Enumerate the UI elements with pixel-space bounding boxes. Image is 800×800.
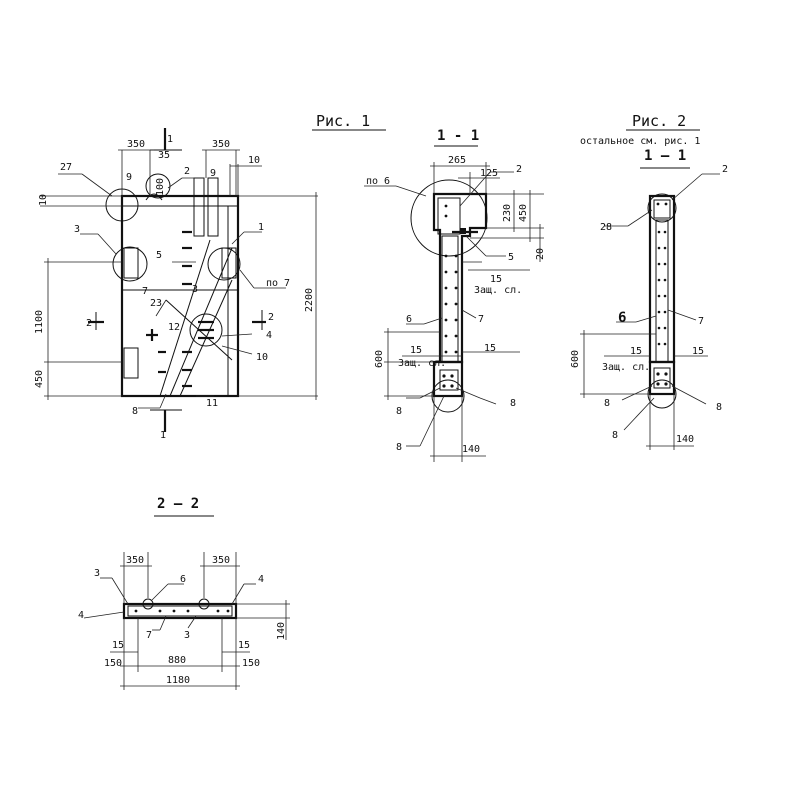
callout-27: 27: [60, 162, 72, 173]
dim-2200: 2200: [304, 288, 315, 312]
callout-2: 2: [184, 166, 190, 177]
fig1-title: Рис. 1: [316, 112, 370, 130]
sec11-callout-2: 2: [516, 164, 522, 175]
figure-1: Рис. 1 1: [34, 112, 386, 441]
fig2-dim-600: 600: [570, 350, 581, 368]
dim-10-top: 10: [248, 155, 260, 166]
sec22-dim-1180: 1180: [166, 675, 190, 686]
dim-350-right: 350: [212, 139, 230, 150]
sec11-dim-140: 140: [462, 444, 480, 455]
dim-450: 450: [34, 370, 45, 388]
sec22-callout-3-top: 3: [94, 568, 100, 579]
fig2-cover: Защ. сл.: [602, 362, 650, 373]
callout-12: 12: [168, 322, 180, 333]
fig2-callout-28: 28: [600, 222, 612, 233]
fig2-subtitle: остальное см. рис. 1: [580, 136, 700, 147]
callout-9-left: 9: [126, 172, 132, 183]
sec11-rebar-dots: [442, 204, 458, 388]
fig2-callout-7: 7: [698, 316, 704, 327]
fig2-callout-8-bottom: 8: [612, 430, 618, 441]
sec11-callout-6: 6: [406, 314, 412, 325]
sec11-dim-15-left: 15: [410, 345, 422, 356]
sec11-dim-265: 265: [448, 155, 466, 166]
sec22-dim-140: 140: [276, 622, 287, 640]
dim-1100: 1100: [34, 310, 45, 334]
callout-3-left: 3: [74, 224, 80, 235]
callout-1: 1: [258, 222, 264, 233]
fig2-title: Рис. 2: [632, 112, 686, 130]
callout-7: 7: [142, 286, 148, 297]
sec22-dim-350-right: 350: [212, 555, 230, 566]
sec22-dim-15-right: 15: [238, 640, 250, 651]
sec11-title: 1 - 1: [437, 128, 479, 144]
sec11-dim-15-top: 15: [490, 274, 502, 285]
callout-4: 4: [266, 330, 272, 341]
sec11-callout-8-left: 8: [396, 406, 402, 417]
dim-350-left: 350: [127, 139, 145, 150]
fig2-dim-140: 140: [676, 434, 694, 445]
sec22-slab: [122, 602, 238, 620]
sec11-callout-7: 7: [478, 314, 484, 325]
section-mark-bottom: 1: [160, 430, 166, 441]
figure-2: Рис. 2 остальное см. рис. 1 1 — 1: [570, 112, 728, 450]
callout-10: 10: [256, 352, 268, 363]
section-mark-top: 1: [167, 134, 173, 145]
fig2-rebar-dots: [656, 202, 668, 386]
sec22-callout-6: 6: [180, 574, 186, 585]
callout-11: 11: [206, 398, 218, 409]
sec11-callout-5: 5: [508, 252, 514, 263]
fig2-dim-15-right: 15: [692, 346, 704, 357]
fig2-wall: [648, 194, 676, 364]
sec22-dim-150-left: 150: [104, 658, 122, 669]
fig2-dim-15-left: 15: [630, 346, 642, 357]
sec11-callout-8-bottom: 8: [396, 442, 402, 453]
callout-po7: по 7: [266, 278, 290, 289]
callout-3-mid: 3: [192, 284, 198, 295]
panel-outline: [120, 194, 240, 398]
sec22-dim-880: 880: [168, 655, 186, 666]
sec22-callout-4-left: 4: [78, 610, 84, 621]
sec22-dim-150-right: 150: [242, 658, 260, 669]
sec11-cover-top: Защ. сл.: [474, 285, 522, 296]
section-2-2: 2 — 2 350 350 140 15 15 150: [78, 496, 290, 690]
sec22-callout-4-right: 4: [258, 574, 264, 585]
callout-8: 8: [132, 406, 138, 417]
sec11-callout-po6: по 6: [366, 176, 390, 187]
dim-35: 35: [158, 150, 170, 161]
sec22-title: 2 — 2: [157, 496, 199, 512]
sec11-dim-600: 600: [374, 350, 385, 368]
callout-23: 23: [150, 298, 162, 309]
fig2-callout-8-left: 8: [604, 398, 610, 409]
fig2-callout-2: 2: [722, 164, 728, 175]
fig2-callout-6: 6: [618, 310, 626, 326]
dim-10-left: 10: [38, 194, 49, 206]
dim-100: 100: [155, 178, 166, 196]
sec11-dim-20: 20: [535, 248, 546, 260]
sec22-callout-7: 7: [146, 630, 152, 641]
section-mark-2-right: 2: [268, 312, 274, 323]
callout-9-right: 9: [210, 168, 216, 179]
sec11-cover-bottom: Защ. сл.: [398, 358, 446, 369]
fig2-callout-8-right: 8: [716, 402, 722, 413]
sec22-dim-350-left: 350: [126, 555, 144, 566]
sec11-dim-230: 230: [502, 204, 513, 222]
sec11-dim-15-right: 15: [484, 343, 496, 354]
fig2-section-title: 1 — 1: [644, 148, 686, 164]
sec11-dim-450: 450: [518, 204, 529, 222]
sec22-callout-3-bottom: 3: [184, 630, 190, 641]
callout-5: 5: [156, 250, 162, 261]
section-1-1: 1 - 1 265 1: [364, 128, 546, 462]
sec22-dim-15-left: 15: [112, 640, 124, 651]
section-mark-2-left: 2: [86, 318, 92, 329]
sec11-callout-8-right: 8: [510, 398, 516, 409]
